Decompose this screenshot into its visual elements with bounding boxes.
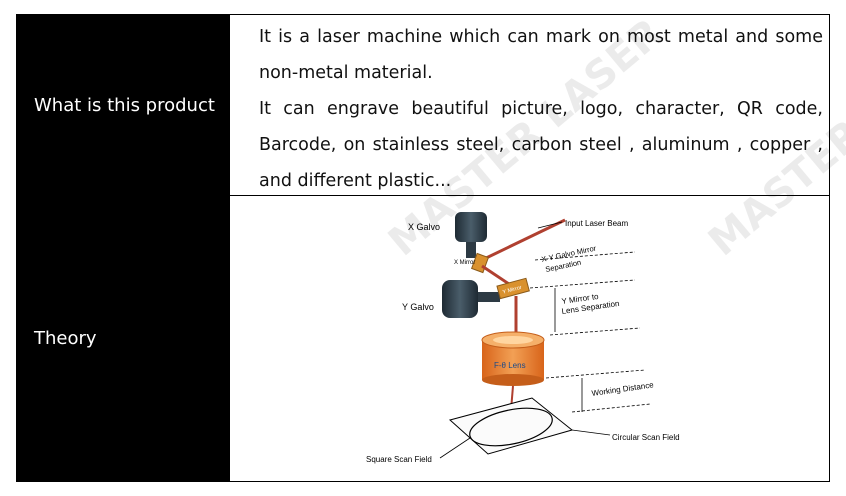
galvo-laser-diagram: X Galvo Input Laser Beam X Mirror X-Y Ga… xyxy=(366,212,680,464)
laser-beam-path xyxy=(481,264,513,288)
table-row: Theory xyxy=(16,195,830,482)
square-scan-field-label: Square Scan Field xyxy=(366,455,432,464)
y-mirror xyxy=(496,277,530,300)
y-galvo-label: Y Galvo xyxy=(402,302,434,312)
y-mirror-label: Y Mirror xyxy=(502,285,523,296)
table-border xyxy=(829,15,830,195)
row-header: What is this product xyxy=(16,15,229,195)
scan-field xyxy=(448,397,574,455)
column-divider xyxy=(229,195,230,482)
description-paragraph: It is a laser machine which can mark on … xyxy=(259,27,823,83)
working-distance-label: Working Distance xyxy=(591,380,655,398)
x-galvo xyxy=(455,212,487,258)
x-mirror-label: X Mirror xyxy=(454,260,475,266)
table-border xyxy=(829,195,830,482)
row-header: Theory xyxy=(16,195,229,482)
table-row: What is this product It is a laser machi… xyxy=(16,15,830,196)
f-theta-lens xyxy=(481,331,545,386)
y-galvo xyxy=(442,280,500,318)
input-beam-label: Input Laser Beam xyxy=(565,219,628,228)
product-info-table: What is this product It is a laser machi… xyxy=(16,14,830,482)
dimension-lines xyxy=(439,221,651,459)
circular-scan-field-label: Circular Scan Field xyxy=(612,433,680,442)
x-galvo-label: X Galvo xyxy=(408,222,440,232)
column-divider xyxy=(229,15,230,195)
product-description: It is a laser machine which can mark on … xyxy=(259,19,823,199)
lens-label: F-θ Lens xyxy=(494,361,526,370)
input-laser-beam xyxy=(481,218,566,262)
description-paragraph: It can engrave beautiful picture, logo, … xyxy=(259,99,823,191)
